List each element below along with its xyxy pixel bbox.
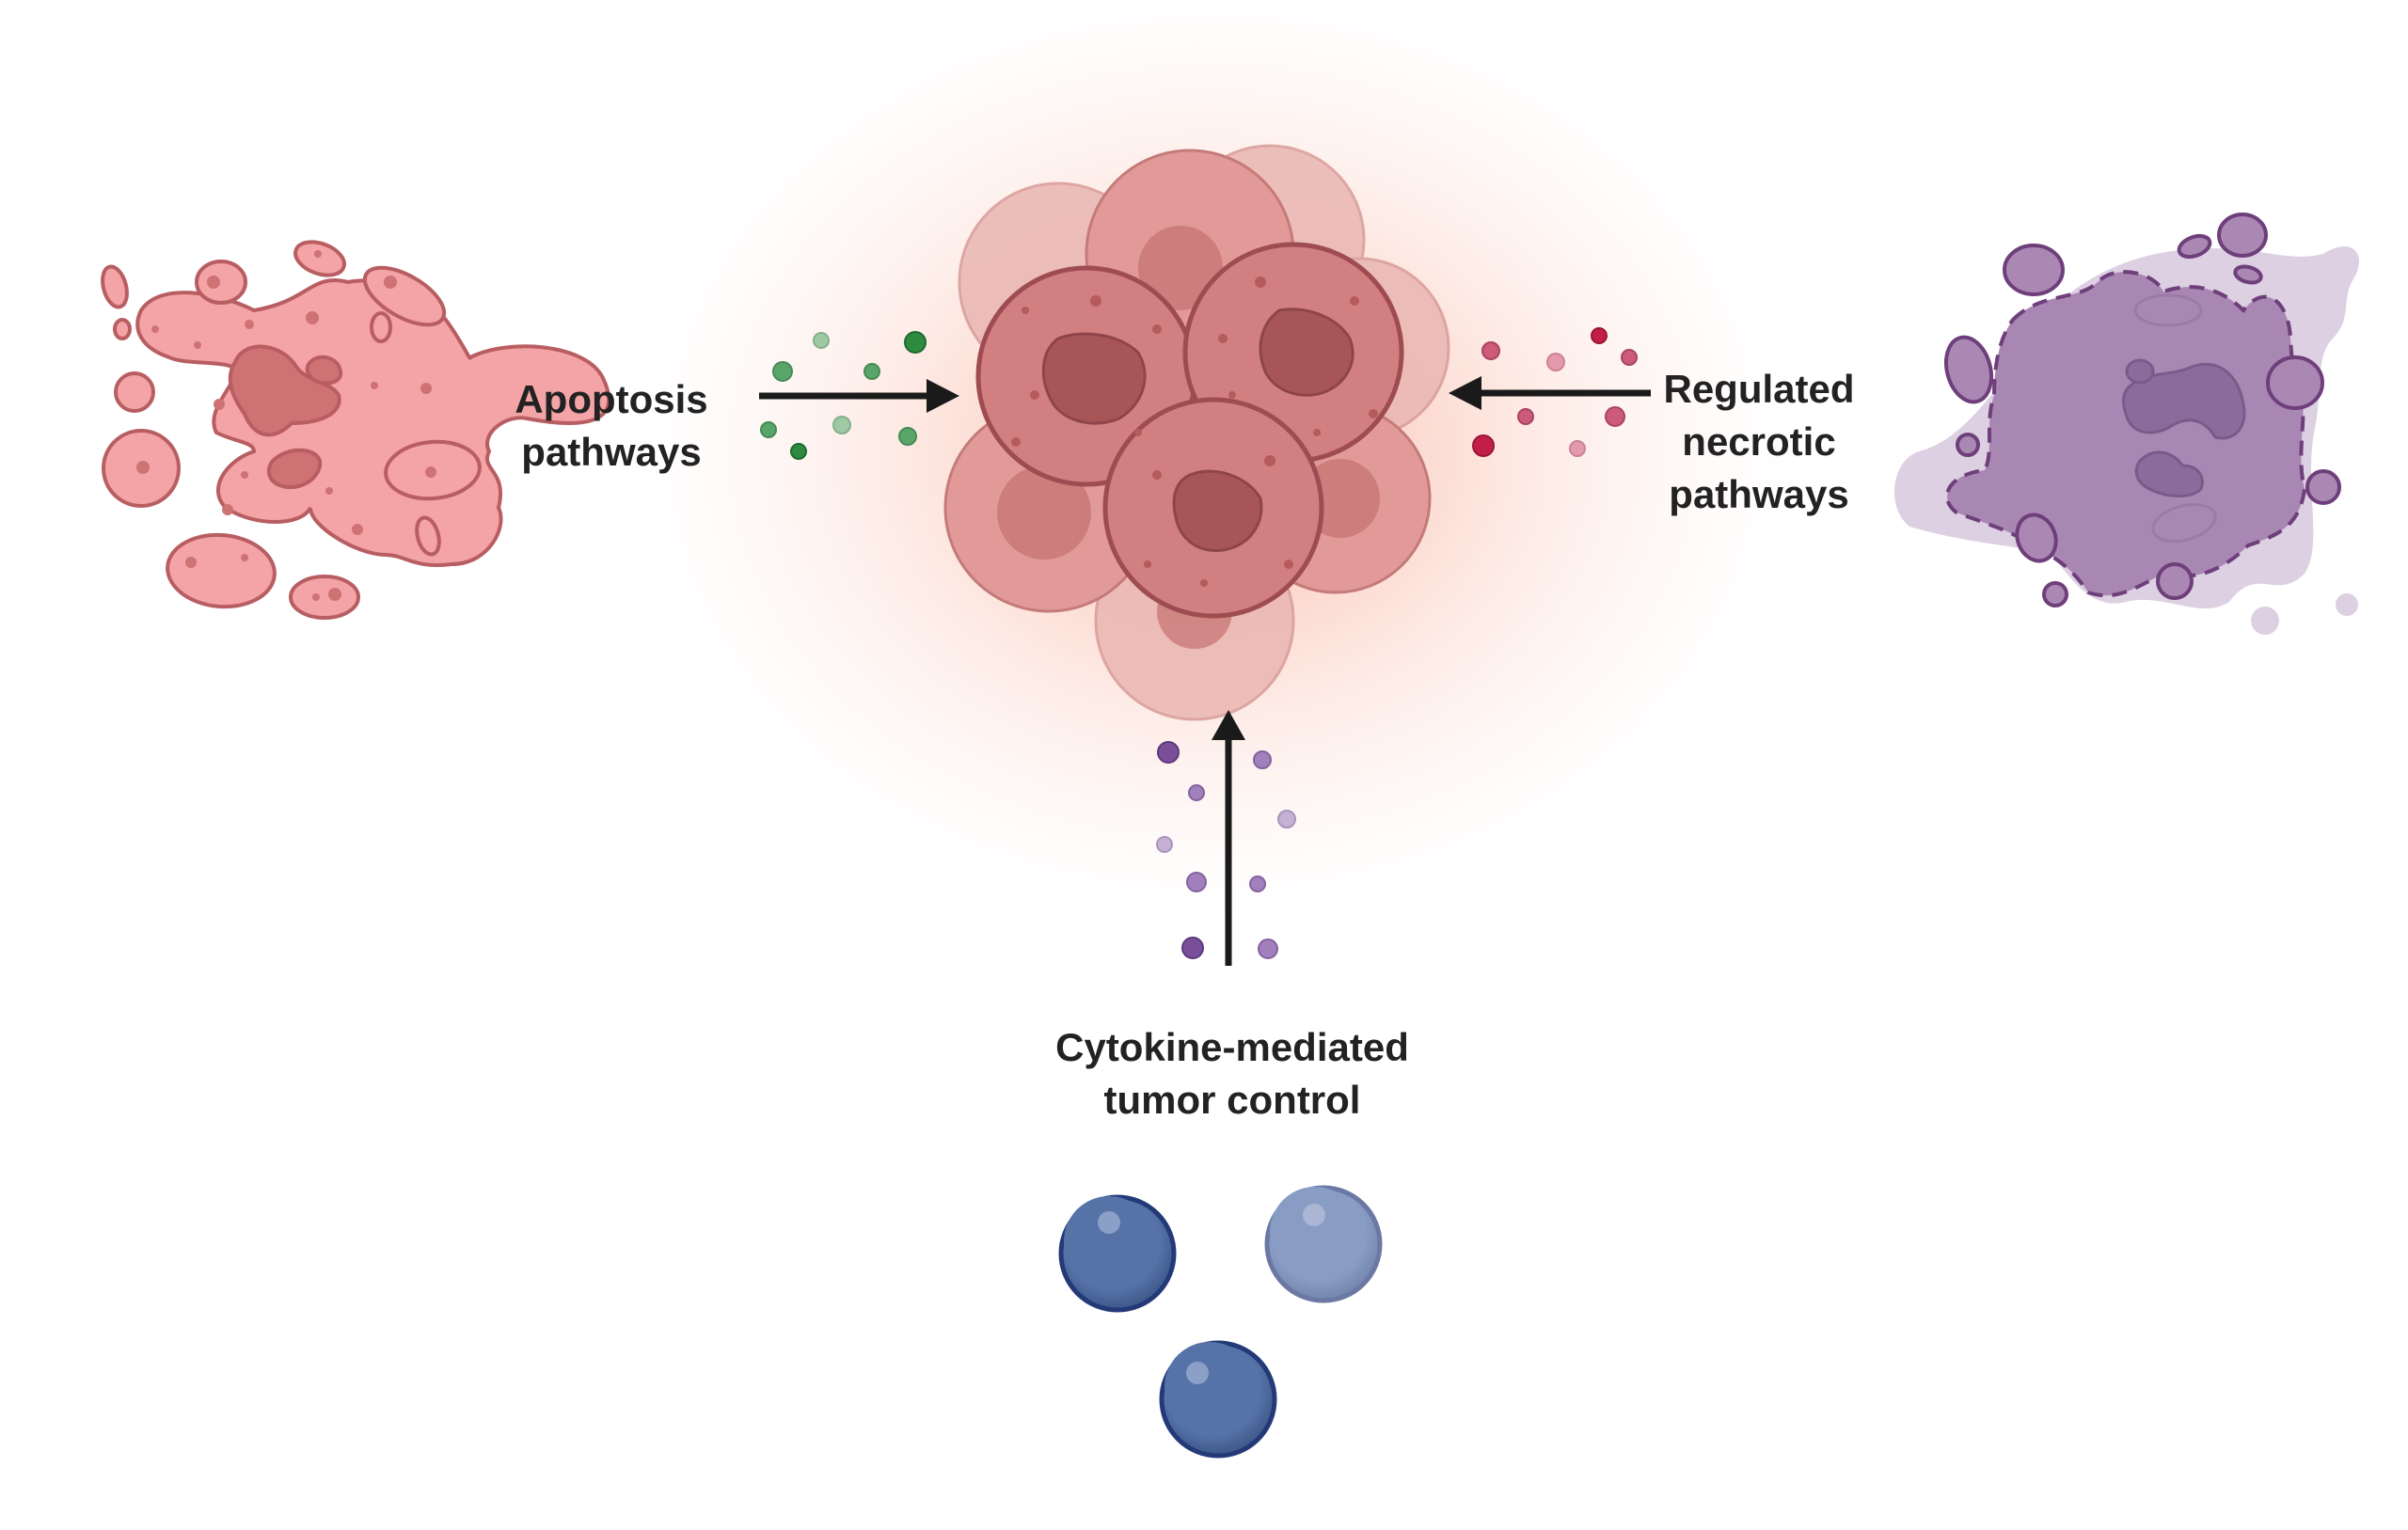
- arrow-necrosis: [1449, 376, 1651, 410]
- necrotic-label-line1: Regulated: [1663, 367, 1855, 411]
- apoptotic-granules: [136, 250, 436, 601]
- necrotic-cell: [1893, 213, 2360, 635]
- cytokine-label: Cytokine-mediated tumor control: [1016, 1021, 1449, 1127]
- immune-cells: [1058, 1185, 1383, 1459]
- immune-cell: [1264, 1185, 1383, 1303]
- necrotic-label: Regulated necrotic pathways: [1646, 363, 1872, 521]
- immune-cell: [1058, 1194, 1177, 1313]
- apoptosis-label: Apoptosis pathways: [499, 373, 724, 479]
- necrotic-label-line3: pathways: [1669, 472, 1849, 516]
- cytokine-label-line2: tumor control: [1103, 1078, 1361, 1122]
- immune-cell: [1159, 1340, 1277, 1459]
- apoptosis-signal-dots: [760, 331, 927, 460]
- cytokine-label-line1: Cytokine-mediated: [1055, 1025, 1409, 1069]
- apoptosis-label-line1: Apoptosis: [515, 377, 708, 421]
- apoptotic-cell: [101, 240, 611, 620]
- arrow-cytokine: [1212, 710, 1245, 966]
- cytokine-signal-dots: [1156, 741, 1296, 959]
- apoptosis-label-line2: pathways: [521, 430, 702, 474]
- arrow-apoptosis: [759, 379, 959, 413]
- necrotic-label-line2: necrotic: [1682, 419, 1836, 464]
- necrosis-signal-dots: [1472, 327, 1638, 457]
- tumor-cluster: [943, 144, 1450, 721]
